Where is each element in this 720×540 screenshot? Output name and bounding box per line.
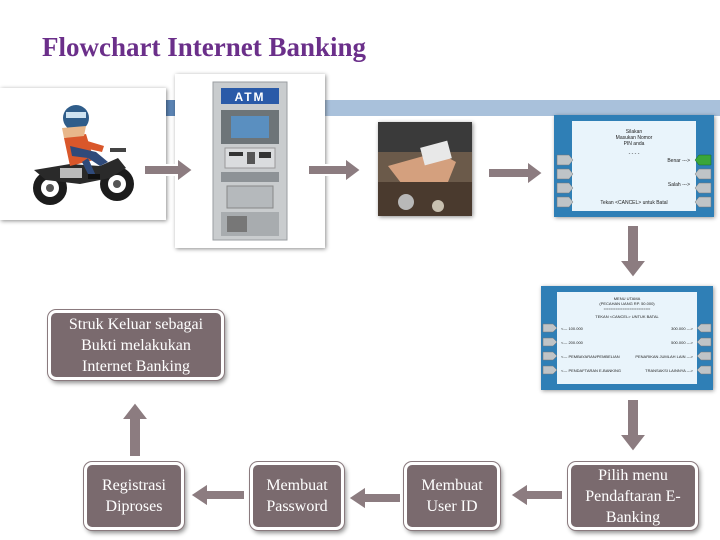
motorbike-rider-icon [33, 105, 134, 205]
pin-prompt-line-3: PIN anda [624, 141, 645, 147]
menu-right-1: 300.000 ---> [671, 326, 694, 331]
pin-prompt-line-2: Masukan Nomor [616, 135, 653, 141]
menu-right-4: TRANSAKSI LAINNYA ---> [645, 368, 693, 373]
arrow-right-1 [143, 157, 195, 183]
arrow-right-3 [487, 160, 545, 186]
struk-keluar-box: Struk Keluar sebagai Bukti melakukan Int… [48, 310, 224, 380]
pin-cancel-label: Tekan <CANCEL> untuk Batal [600, 200, 667, 206]
membuat-user-id-box: Membuat User ID [404, 462, 500, 530]
main-menu-screen: MENU UTAMA (PECAHAN UANG RP. 50.000) ===… [541, 286, 713, 390]
menu-header-line-1: MENU UTAMA [614, 296, 641, 301]
menu-header-line-2: (PECAHAN UANG RP. 50.000) [599, 301, 655, 306]
arrow-right-2 [307, 157, 363, 183]
arrow-down-2 [618, 398, 648, 454]
arrow-left-1 [508, 482, 564, 508]
pin-prompt-line-1: Silakan [626, 129, 643, 135]
menu-right-2: 500.000 ---> [671, 340, 694, 345]
pilih-menu-box: Pilih menu Pendaftaran E-Banking [568, 462, 698, 530]
pin-dots: - - - - [629, 151, 640, 157]
arrow-up-1 [120, 400, 150, 458]
menu-left-1: <--- 100.000 [561, 326, 584, 331]
atm-machine-icon: ATM [212, 81, 288, 241]
card-insert-image [378, 122, 472, 216]
menu-left-2: <--- 200.000 [561, 340, 584, 345]
pin-entry-screen: Silakan Masukan Nomor PIN anda - - - - B… [554, 115, 714, 217]
arrow-down-1 [618, 224, 648, 280]
header-band-accent [164, 100, 176, 116]
motorbike-image [0, 88, 166, 220]
pin-correct-label: Benar ---> [667, 158, 690, 164]
hand-card-icon [378, 122, 472, 216]
menu-right-3: PENARIKAN JUMLAH LAIN ---> [635, 354, 693, 359]
page-title: Flowchart Internet Banking [42, 32, 366, 62]
registrasi-diproses-box: Registrasi Diproses [84, 462, 184, 530]
membuat-password-box: Membuat Password [250, 462, 344, 530]
menu-subheader: TEKAN <CANCEL> UNTUK BATAL [595, 314, 659, 319]
atm-machine-image: ATM [175, 74, 325, 248]
arrow-left-2 [346, 485, 402, 511]
arrow-left-3 [188, 482, 246, 508]
menu-left-4: <--- PENDAFTARAN E-BANKING [561, 368, 621, 373]
menu-left-3: <--- PEMBAYARAN/PEMBELIAN [561, 354, 620, 359]
atm-sign: ATM [234, 90, 265, 104]
pin-wrong-label: Salah ---> [668, 182, 690, 188]
menu-header-line-3: ==================== [604, 306, 651, 311]
